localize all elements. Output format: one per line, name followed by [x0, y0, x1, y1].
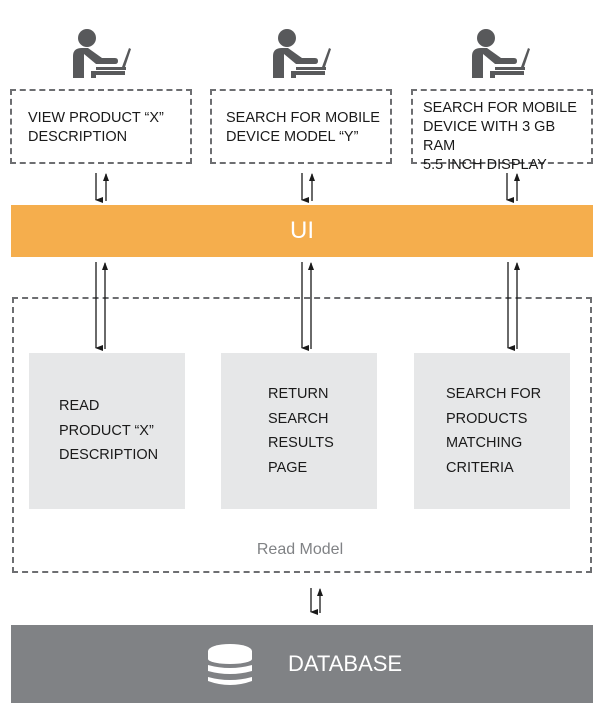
query-line: READ: [59, 398, 100, 414]
query-line: PAGE: [268, 459, 308, 476]
user-request-text: SEARCH FOR MOBILE DEVICE MODEL “Y”: [226, 109, 380, 147]
query-text: READ PRODUCT “X” DESCRIPTION: [59, 394, 158, 468]
query-line: PRODUCTS: [446, 410, 528, 427]
database-label: DATABASE: [288, 651, 403, 676]
user-at-laptop-icon: [273, 29, 331, 78]
request-line: DEVICE MODEL “Y”: [226, 129, 359, 145]
database-icon: [208, 644, 252, 685]
arrow-pair-ui-read-model: [95, 262, 520, 351]
request-line: DESCRIPTION: [28, 129, 128, 145]
request-line: VIEW PRODUCT “X”: [28, 110, 164, 126]
database-layer: DATABASE: [11, 625, 593, 703]
query-line: DESCRIPTION: [59, 447, 159, 463]
query-line: RESULTS: [268, 435, 334, 451]
request-line: 5.5 INCH DISPLAY: [423, 157, 547, 173]
user-request-box: SEARCH FOR MOBILE DEVICE WITH 3 GB RAM 5…: [411, 89, 593, 173]
query-line: RETURN: [268, 386, 329, 402]
user-at-laptop-icon: [472, 29, 530, 78]
user-request-text: VIEW PRODUCT “X” DESCRIPTION: [28, 109, 164, 147]
arrow-pair-read-model-database: [310, 588, 323, 615]
query-text: RETURN SEARCH RESULTS PAGE: [268, 382, 334, 480]
request-line: DEVICE WITH 3 GB RAM: [423, 119, 556, 154]
query-line: PRODUCT “X”: [59, 422, 154, 439]
ui-layer-label: UI: [290, 217, 314, 244]
ui-layer: UI: [11, 205, 593, 257]
request-line: SEARCH FOR MOBILE: [423, 100, 577, 116]
query-box: SEARCH FOR PRODUCTS MATCHING CRITERIA: [414, 353, 570, 509]
query-line: SEARCH: [268, 410, 329, 427]
query-box: RETURN SEARCH RESULTS PAGE: [221, 353, 377, 509]
query-line: SEARCH FOR: [446, 386, 542, 402]
query-text: SEARCH FOR PRODUCTS MATCHING CRITERIA: [446, 382, 541, 480]
query-line: MATCHING: [446, 435, 523, 451]
request-line: SEARCH FOR MOBILE: [226, 110, 380, 126]
user-request-box: SEARCH FOR MOBILE DEVICE MODEL “Y”: [210, 89, 392, 164]
query-line: CRITERIA: [446, 459, 514, 476]
read-model-label: Read Model: [256, 541, 344, 558]
query-box: READ PRODUCT “X” DESCRIPTION: [29, 353, 185, 509]
user-request-text: SEARCH FOR MOBILE DEVICE WITH 3 GB RAM 5…: [423, 99, 591, 175]
arrow-pair-user-ui: [95, 173, 520, 203]
user-request-box: VIEW PRODUCT “X” DESCRIPTION: [10, 89, 192, 164]
user-at-laptop-icon: [73, 29, 131, 78]
